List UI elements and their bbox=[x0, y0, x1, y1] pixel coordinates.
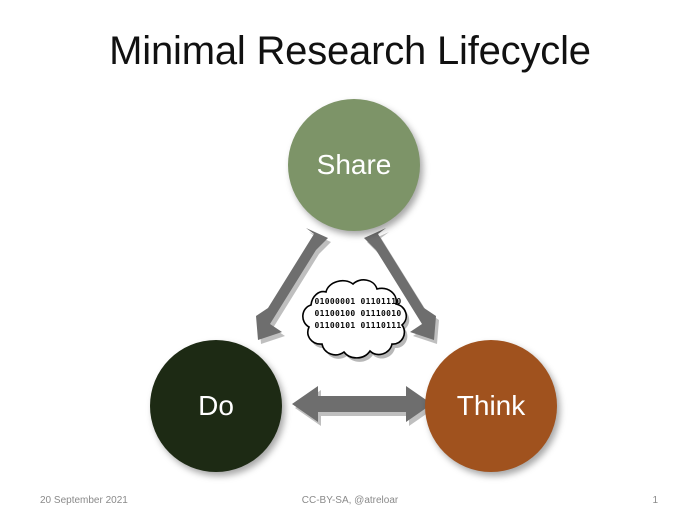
footer-page-number: 1 bbox=[652, 495, 658, 506]
binary-line-3: 01100101 01110111 bbox=[314, 321, 402, 330]
binary-cloud-text: 01000001 01101110 01100100 01110010 0110… bbox=[292, 296, 424, 332]
footer-date: 20 September 2021 bbox=[40, 495, 128, 506]
node-think[interactable]: Think bbox=[425, 340, 557, 472]
cloud-shape-icon bbox=[302, 279, 410, 362]
footer-credit: CC-BY-SA, @atreloar bbox=[301, 495, 399, 506]
arrow-do-think bbox=[292, 386, 435, 426]
node-do[interactable]: Do bbox=[150, 340, 282, 472]
slide-footer: 20 September 2021 CC-BY-SA, @atreloar 1 bbox=[0, 495, 700, 511]
node-share-label: Share bbox=[316, 149, 392, 180]
node-think-label: Think bbox=[456, 390, 526, 421]
node-do-label: Do bbox=[198, 390, 234, 421]
arrow-share-think bbox=[364, 228, 439, 344]
binary-cloud: 01000001 01101110 01100100 01110010 0110… bbox=[292, 278, 424, 370]
arrow-do-share bbox=[256, 228, 331, 344]
node-share[interactable]: Share bbox=[288, 99, 420, 231]
binary-line-1: 01000001 01101110 bbox=[314, 297, 402, 306]
binary-line-2: 01100100 01110010 bbox=[314, 309, 402, 318]
page-title: Minimal Research Lifecycle bbox=[109, 29, 591, 73]
